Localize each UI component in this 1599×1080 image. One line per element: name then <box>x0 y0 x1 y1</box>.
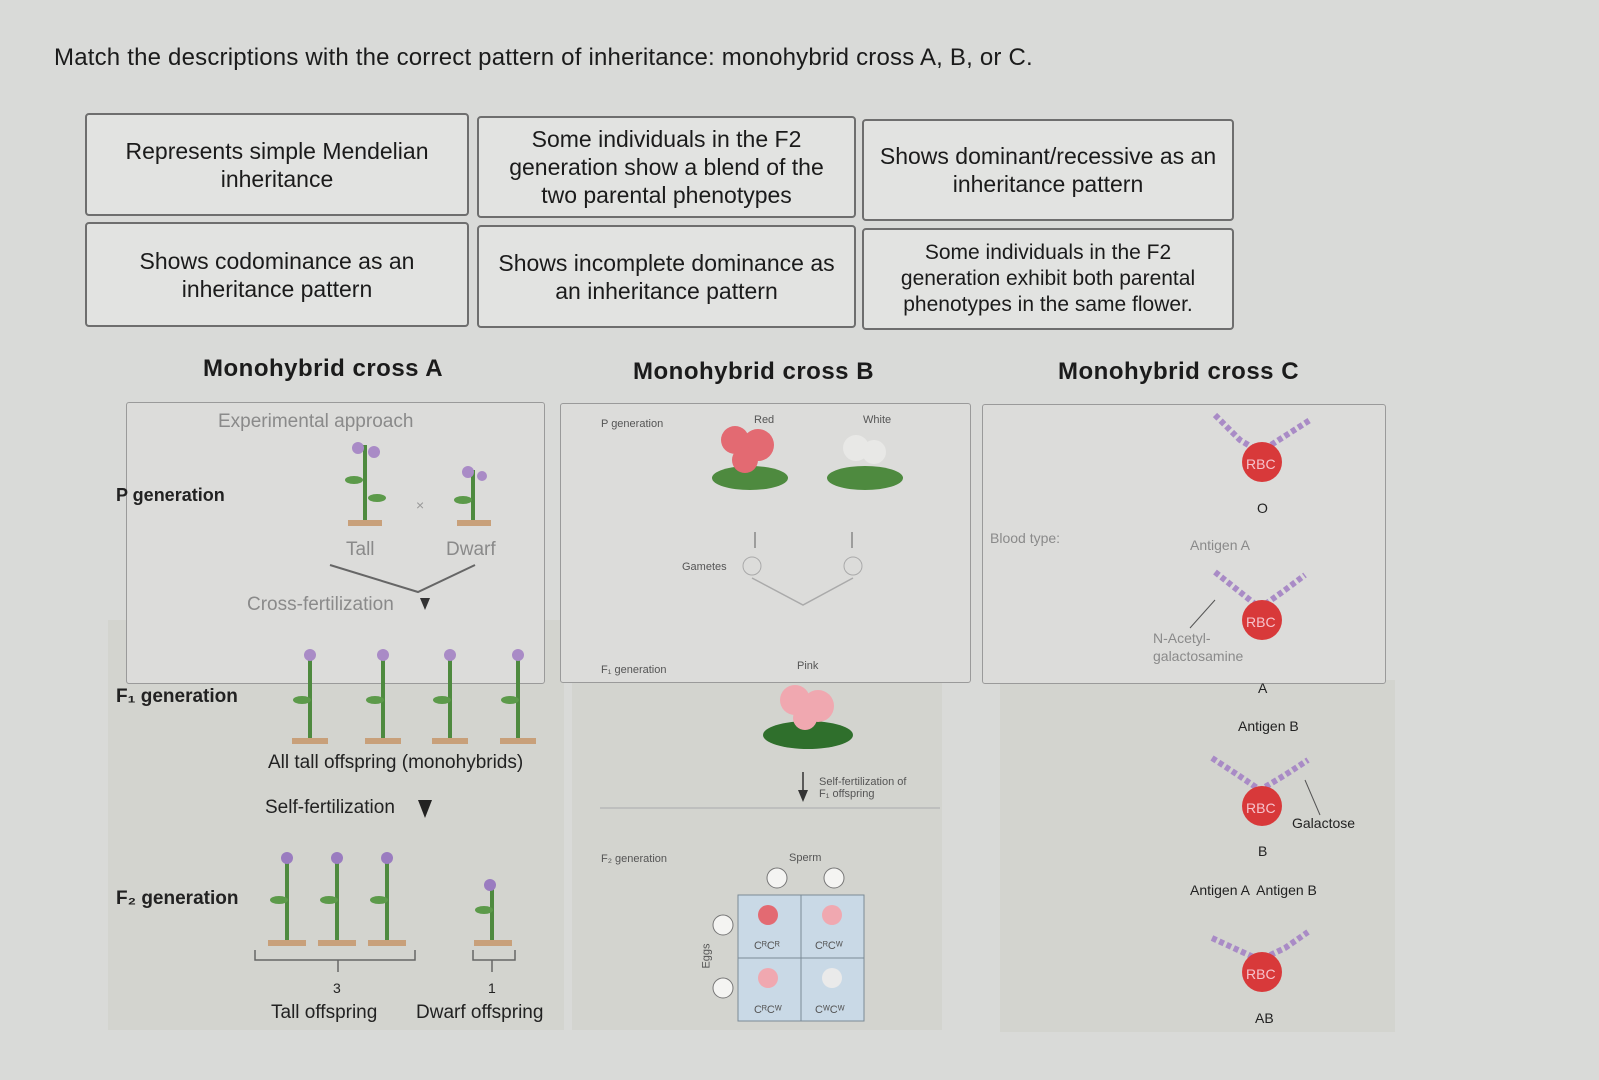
a-f2-generation-label: F₂ generation <box>116 888 239 909</box>
card-blend-phenotypes[interactable]: Some individuals in the F2 generation sh… <box>477 116 856 218</box>
red-label: Red <box>754 414 775 426</box>
rbc-a-icon <box>1189 569 1307 640</box>
card-text: Shows codominance as an inheritance patt… <box>139 247 415 302</box>
a-f1-generation-label: F₁ generation <box>116 686 238 707</box>
cross-fertilization-label: Cross-fertilization <box>247 594 394 615</box>
antigen-b-label: Antigen B <box>1238 718 1299 734</box>
card-both-phenotypes[interactable]: Some individuals in the F2 generation ex… <box>862 228 1234 330</box>
card-text: Some individuals in the F2 generation ex… <box>900 241 1196 316</box>
white-label: White <box>863 414 892 426</box>
white-flower-icon <box>827 435 903 490</box>
cross-c-title: Monohybrid cross C <box>1058 358 1300 385</box>
tall-plant-icon <box>345 442 386 526</box>
eggs-label: Eggs <box>700 943 713 969</box>
rbc-b-icon <box>1210 755 1321 826</box>
f1-plants-icon <box>292 649 536 744</box>
blood-type-label: Blood type: <box>990 530 1061 546</box>
punnett-cell-4: CᵂCᵂ <box>815 1004 845 1016</box>
galactose-label: Galactose <box>1292 815 1356 831</box>
cross-c-drop-zone[interactable] <box>982 404 1386 684</box>
pink-label: Pink <box>797 660 819 672</box>
card-text: Represents simple Mendelian inheritance <box>125 137 429 192</box>
punnett-square <box>737 894 865 1022</box>
card-incomplete-dominance[interactable]: Shows incomplete dominance as an inherit… <box>477 225 856 328</box>
type-a-label: A <box>1258 680 1268 696</box>
b-p-generation-label: P generation <box>601 418 664 430</box>
galactosamine-label: galactosamine <box>1153 648 1244 664</box>
b-f1-generation-label: F₁ generation <box>601 664 667 676</box>
svg-text:×: × <box>416 497 424 513</box>
sperm-label: Sperm <box>789 852 822 864</box>
all-tall-offspring-label: All tall offspring (monohybrids) <box>268 752 524 773</box>
b-self-fertilization-label: Self-fertilization of F₁ offspring <box>819 776 907 800</box>
card-text: Shows incomplete dominance as an inherit… <box>498 249 835 304</box>
antigen-a-label: Antigen A <box>1190 537 1250 553</box>
card-codominance[interactable]: Shows codominance as an inheritance patt… <box>85 222 469 327</box>
antigen-ab-label: Antigen A Antigen B <box>1190 882 1317 898</box>
ratio-tall-label: 3 <box>333 980 341 996</box>
gametes-label: Gametes <box>682 561 727 573</box>
cross-b-title: Monohybrid cross B <box>633 358 875 385</box>
f2-plants-icon <box>268 852 512 946</box>
cross-a-drop-zone[interactable] <box>126 402 545 684</box>
dwarf-offspring-label: Dwarf offspring <box>416 1002 544 1023</box>
a-p-generation-label: P generation <box>116 485 225 505</box>
tall-label: Tall <box>346 539 375 560</box>
a-self-fertilization-label: Self-fertilization <box>265 797 395 818</box>
punnett-cell-3: CᴿCᵂ <box>754 1004 782 1016</box>
dwarf-plant-icon <box>454 466 491 526</box>
card-dominant-recessive[interactable]: Shows dominant/recessive as an inheritan… <box>862 119 1234 221</box>
type-o-label: O <box>1257 500 1268 516</box>
card-simple-mendelian[interactable]: Represents simple Mendelian inheritance <box>85 113 469 216</box>
punnett-cell-1: CᴿCᴿ <box>754 940 780 952</box>
tall-offspring-label: Tall offspring <box>271 1002 378 1023</box>
rbc-label-3: RBC <box>1246 800 1276 816</box>
red-flower-icon <box>712 426 788 490</box>
rbc-ab-icon <box>1210 929 1310 992</box>
card-text: Shows dominant/recessive as an inheritan… <box>879 143 1217 197</box>
rbc-label-4: RBC <box>1246 966 1276 982</box>
question-prompt: Match the descriptions with the correct … <box>54 44 1033 71</box>
punnett-cell-2: CᴿCᵂ <box>815 940 843 952</box>
cross-a-title: Monohybrid cross A <box>203 355 444 382</box>
type-b-label: B <box>1258 843 1268 859</box>
ratio-dwarf-label: 1 <box>488 980 496 996</box>
dwarf-label: Dwarf <box>446 539 496 560</box>
card-text: Some individuals in the F2 generation sh… <box>509 126 824 208</box>
rbc-o-icon <box>1212 412 1312 482</box>
rbc-label-1: RBC <box>1246 456 1276 472</box>
type-ab-label: AB <box>1255 1010 1274 1026</box>
nacetyl-label: N-Acetyl- <box>1153 630 1211 646</box>
cross-b-drop-zone[interactable] <box>560 403 971 683</box>
rbc-label-2: RBC <box>1246 614 1276 630</box>
experimental-approach-label: Experimental approach <box>218 411 414 432</box>
b-f2-generation-label: F₂ generation <box>601 853 668 865</box>
pink-flower-icon <box>763 685 853 749</box>
